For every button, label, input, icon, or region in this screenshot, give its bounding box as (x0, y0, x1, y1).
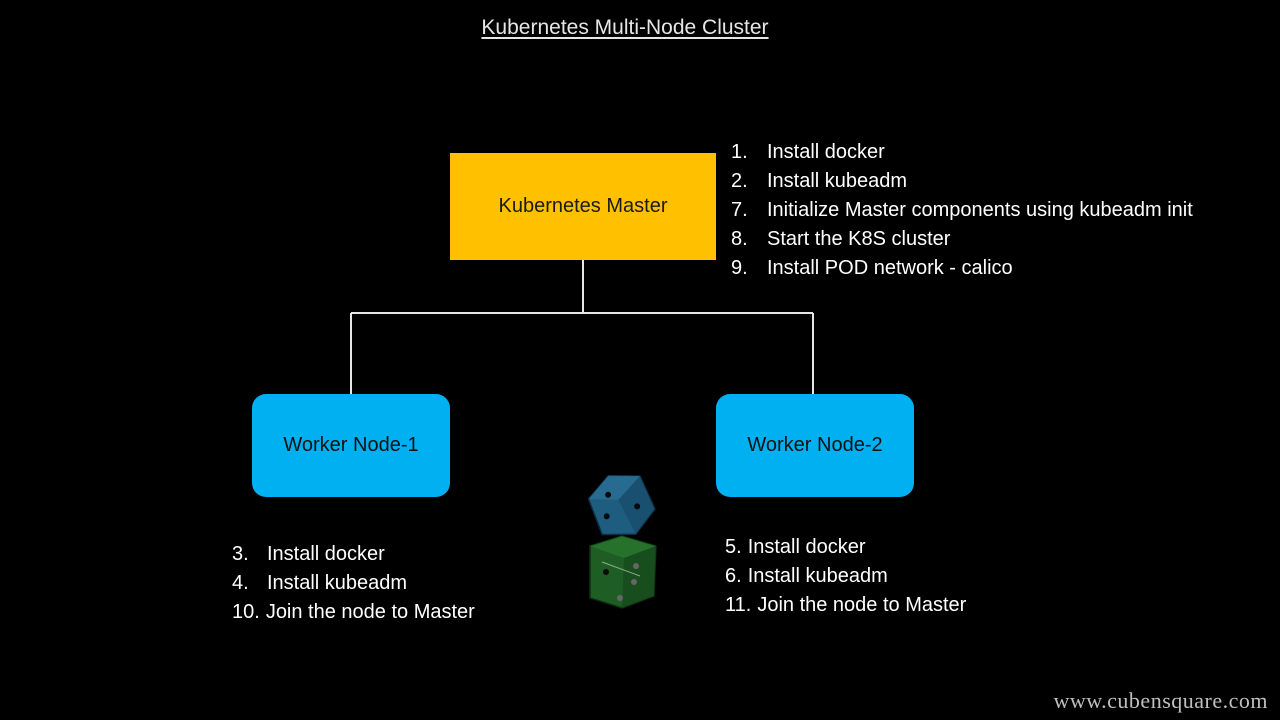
master-steps-list: 1.Install docker 2.Install kubeadm 7.Ini… (731, 138, 1193, 283)
worker-node-2: Worker Node-2 (716, 394, 914, 497)
kubernetes-master-node: Kubernetes Master (450, 153, 716, 260)
master-step: 2.Install kubeadm (731, 170, 908, 192)
website-url: www.cubensquare.com (1053, 688, 1268, 713)
worker2-steps-list: 5.Install docker 6.Install kubeadm 11.Jo… (725, 533, 966, 620)
dice-icon (587, 475, 657, 609)
worker-node-2-label: Worker Node-2 (747, 434, 883, 456)
worker2-step: 5.Install docker (725, 536, 866, 558)
master-step: 1.Install docker (731, 141, 885, 163)
master-node-label: Kubernetes Master (498, 195, 668, 217)
worker-node-1-label: Worker Node-1 (283, 434, 419, 456)
worker1-steps-list: 3.Install docker 4.Install kubeadm 10.Jo… (232, 540, 475, 627)
worker2-step: 6.Install kubeadm (725, 565, 888, 587)
master-step: 7.Initialize Master components using kub… (731, 199, 1193, 221)
worker1-step: 3.Install docker (232, 543, 385, 565)
worker1-step: 10.Join the node to Master (232, 601, 475, 623)
worker1-step: 4.Install kubeadm (232, 572, 408, 594)
diagram-title: Kubernetes Multi-Node Cluster (481, 16, 769, 39)
master-step: 9.Install POD network - calico (731, 257, 1013, 279)
worker-node-1: Worker Node-1 (252, 394, 450, 497)
master-step: 8.Start the K8S cluster (731, 228, 951, 250)
worker2-step: 11.Join the node to Master (725, 594, 967, 616)
